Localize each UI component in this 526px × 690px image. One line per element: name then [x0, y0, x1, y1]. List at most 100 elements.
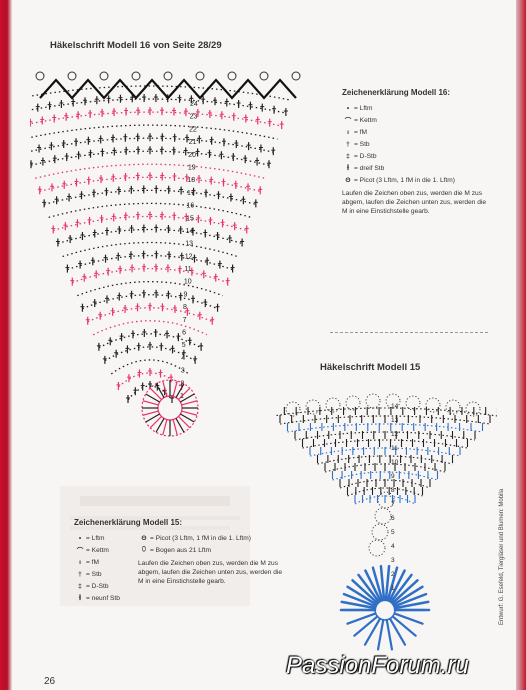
scallop-loop: [365, 393, 381, 409]
legend-label: = Stb: [354, 140, 370, 148]
center-spoke: [180, 393, 195, 403]
chain-circle: [377, 491, 395, 509]
scallop-loop: [425, 397, 441, 413]
chain-row: [117, 372, 183, 388]
row-number-label: 8: [183, 304, 187, 311]
chain-circle: [371, 523, 389, 541]
row-number-label: 4: [181, 355, 185, 362]
legend-symbol-icon: ⌒: [76, 548, 84, 555]
petal-loop: [386, 566, 399, 602]
legend-symbol-icon: ⫲: [78, 594, 82, 601]
center-spoke: [172, 419, 178, 436]
petal-loop: [389, 573, 413, 604]
petal-loop: [384, 564, 391, 602]
model15-legend-item: ⌒ = Kettm: [74, 544, 138, 556]
legend-symbol-icon: •: [78, 534, 82, 542]
petal-loop: [353, 615, 379, 637]
chain-row: [92, 320, 208, 336]
row-number-label: 9: [183, 291, 187, 298]
model15-legend-item: • = Lftm: [74, 532, 138, 544]
credit-text: Entwurf: G. Esefeld, Tiergläser und Blum…: [499, 488, 505, 625]
picot-loop: [195, 71, 205, 81]
legend-label: = Picot (3 Lftm, 1 fM in die 1. Lftm): [354, 176, 455, 184]
model15-legend-item: ⬯ = Bogen aus 21 Lftm: [138, 544, 288, 556]
chain-row: [44, 189, 256, 205]
row-number-label: 20: [188, 152, 196, 159]
center-spoke: [149, 416, 162, 429]
chain-row: [302, 439, 468, 449]
scallop-loop: [445, 399, 461, 415]
model15-fan-rows: [275, 407, 497, 505]
show-through-back-page: [60, 486, 250, 606]
petal-loop: [376, 618, 385, 651]
legend-label: = Stb: [86, 570, 102, 578]
model15-legend-item: ʘ = Picot (3 Lftm, 1 fM in die 1. Lftm): [138, 532, 288, 544]
row-number-label: 19: [188, 164, 196, 171]
chain-circle: [374, 507, 392, 525]
row-number-label: 17: [187, 190, 195, 197]
chain-row: [317, 455, 453, 465]
chain-row: [30, 111, 282, 127]
row-number-label: 14: [186, 228, 194, 235]
chain-row: [72, 268, 228, 284]
center-spoke: [145, 393, 160, 403]
center-spoke: [155, 383, 165, 398]
row-number-label: 13: [185, 241, 193, 248]
picot-loop: [131, 71, 141, 81]
legend-label: = Lftm: [354, 104, 373, 112]
chain-row: [354, 495, 416, 505]
chain-row: [30, 124, 278, 140]
row-number-label: 1: [180, 393, 184, 400]
petal-loop: [340, 600, 377, 610]
row-number-label: 3: [391, 557, 395, 564]
row-number-label: 10: [184, 279, 192, 286]
petal-loop: [393, 600, 430, 610]
row-number-label: 10: [391, 459, 399, 466]
petal-loop: [388, 617, 407, 646]
legend-label: = D-Stb: [86, 582, 109, 590]
petal-loop: [391, 615, 417, 637]
row-number-label: 16: [187, 203, 195, 210]
scallop-loop: [325, 397, 341, 413]
row-number-label: 2: [391, 571, 395, 578]
row-number-label: 13: [391, 417, 399, 424]
watermark: PassionForum.ru: [286, 652, 469, 679]
row-number-label: 5: [391, 529, 395, 536]
chain-row: [77, 281, 223, 297]
center-ring: [374, 599, 396, 621]
model16-legend: Zeichenerklärung Modell 16: • = Lftm⌒ = …: [342, 88, 492, 217]
model16-legend-title: Zeichenerklärung Modell 16:: [342, 88, 451, 97]
model16-legend-item: ⌒ = Kettm: [342, 114, 492, 126]
picot-loop: [99, 71, 109, 81]
model15-legend-note: Laufen die Zeichen oben zus, werden die …: [138, 560, 283, 585]
center-spoke: [162, 419, 168, 436]
chain-row: [67, 254, 233, 271]
row-number-label: 4: [391, 543, 395, 550]
legend-label: = fM: [354, 128, 368, 136]
picot-loop: [163, 71, 173, 81]
legend-symbol-icon: ⫲: [346, 164, 350, 171]
row-number-label: 3: [181, 368, 185, 375]
petal-loop: [363, 617, 382, 646]
petal-loop: [385, 618, 394, 651]
row-number-label: 11: [184, 266, 191, 273]
chain-row: [275, 407, 497, 417]
chain-row: [30, 98, 287, 114]
model15-legend: Zeichenerklärung Modell 15: • = Lftm⌒ = …: [74, 518, 289, 604]
row-number-label: 7: [183, 317, 187, 324]
picot-loop: [291, 71, 301, 81]
chain-row: [30, 137, 274, 153]
center-spoke: [175, 418, 185, 433]
model15-legend-items-right: ʘ = Picot (3 Lftm, 1 fM in die 1. Lftm)⬯…: [138, 532, 288, 556]
picot-loop: [259, 71, 269, 81]
row-number-label: 2: [180, 380, 184, 387]
center-spoke: [178, 416, 191, 429]
row-number-label: 23: [190, 114, 198, 121]
legend-symbol-icon: ⬯: [141, 546, 147, 553]
page-number: 26: [44, 676, 56, 687]
